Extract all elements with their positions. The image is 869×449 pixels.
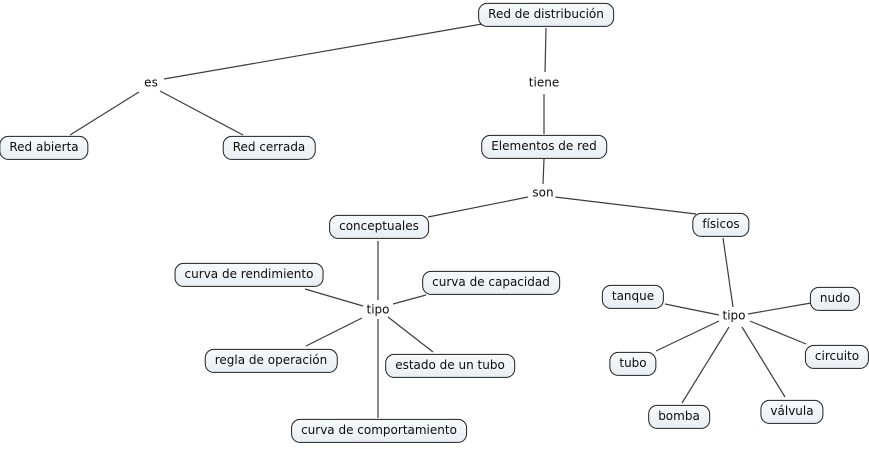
linking-word-tipo-conceptuales[interactable]: tipo — [364, 302, 392, 317]
concept-conceptuales[interactable]: conceptuales — [329, 214, 429, 240]
edge-tipo-to-valvula — [741, 326, 786, 398]
edge-tipo-to-tanque — [664, 303, 720, 316]
concept-fisicos[interactable]: físicos — [692, 212, 750, 238]
concept-red-de-distribucion[interactable]: Red de distribución — [478, 2, 614, 28]
edge-tipo-to-circuito — [749, 320, 807, 345]
concept-curva-de-capacidad[interactable]: curva de capacidad — [422, 270, 560, 296]
concept-tanque[interactable]: tanque — [601, 284, 665, 310]
concept-elementos-de-red[interactable]: Elementos de red — [481, 134, 607, 160]
edge-es-to-red-cerrada — [159, 90, 244, 136]
edge-son-to-fisicos — [554, 196, 697, 215]
linking-word-tipo-fisicos[interactable]: tipo — [720, 308, 748, 323]
concept-red-abierta[interactable]: Red abierta — [0, 135, 89, 161]
concept-tubo[interactable]: tubo — [609, 351, 657, 377]
edge-tipo-to-estado-tubo — [387, 316, 434, 353]
concept-curva-de-comportamiento[interactable]: curva de comportamiento — [291, 418, 467, 444]
concept-regla-de-operacion[interactable]: regla de operación — [204, 348, 338, 374]
edge-es-to-red-abierta — [69, 91, 140, 136]
edge-red-distribucion-to-tiene — [544, 27, 547, 73]
edge-tipo-to-curva-capacidad — [392, 294, 427, 305]
concept-circuito[interactable]: circuito — [804, 344, 869, 370]
linking-word-tiene[interactable]: tiene — [526, 75, 562, 90]
edge-tipo-to-curva-rendimiento — [304, 288, 364, 307]
edge-tipo-to-tubo — [655, 320, 720, 352]
linking-word-es[interactable]: es — [142, 75, 160, 90]
concept-valvula[interactable]: válvula — [760, 399, 824, 425]
edge-fisicos-to-tipo — [722, 237, 734, 308]
edge-tipo-to-nudo — [747, 302, 812, 315]
edge-elementos-to-son — [542, 158, 545, 185]
edge-tipo-to-bomba — [681, 326, 730, 404]
concept-red-cerrada[interactable]: Red cerrada — [222, 135, 316, 161]
edge-red-distribucion-to-es — [163, 23, 483, 80]
concept-curva-de-rendimiento[interactable]: curva de rendimiento — [174, 262, 324, 288]
edge-tipo-to-regla-operacion — [305, 317, 363, 347]
linking-word-son[interactable]: son — [530, 185, 556, 200]
concept-bomba[interactable]: bomba — [648, 404, 710, 430]
concept-estado-de-un-tubo[interactable]: estado de un tubo — [385, 353, 515, 379]
edge-son-to-conceptuales — [427, 196, 529, 218]
concept-nudo[interactable]: nudo — [809, 286, 861, 312]
